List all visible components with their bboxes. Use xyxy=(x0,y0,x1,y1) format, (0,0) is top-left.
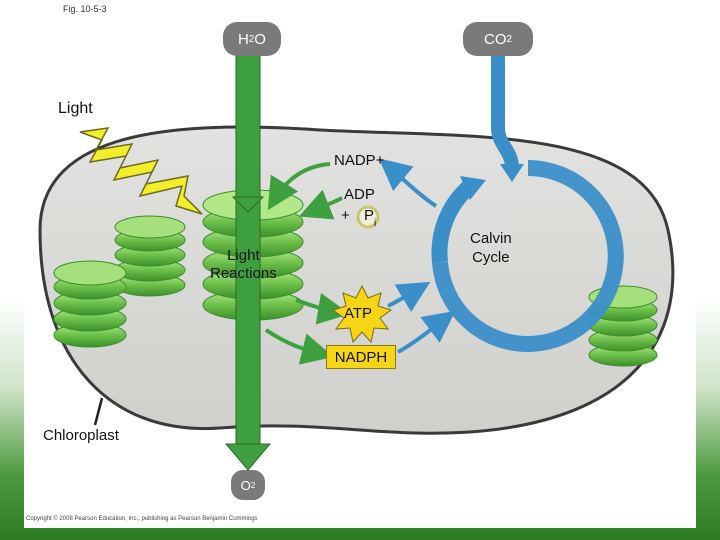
atp-starburst xyxy=(331,284,393,344)
light-bolt-icon xyxy=(79,127,203,215)
light-label: Light xyxy=(58,100,93,117)
light-reactions-line1: Light xyxy=(227,247,260,264)
water-to-oxygen-arrow xyxy=(224,54,272,471)
co2-subscript: 2 xyxy=(506,33,512,45)
light-reactions-label: Light Reactions xyxy=(210,247,277,283)
adp-arrow xyxy=(298,189,343,220)
water-subscript: 2 xyxy=(248,33,255,45)
o2-main: O xyxy=(240,477,251,493)
atp-to-calvin-arrow xyxy=(387,281,431,313)
calvin-to-nadp-arrow xyxy=(378,158,438,208)
granum-left-top xyxy=(114,215,186,297)
nadph-source-arrow xyxy=(264,328,334,365)
figure-label: Fig. 10-5-3 xyxy=(63,4,107,14)
water-tail: O xyxy=(254,30,266,48)
copyright-notice: Copyright © 2008 Pearson Education, Inc.… xyxy=(26,516,258,522)
calvin-line2: Cycle xyxy=(472,249,510,266)
chloroplast-pointer xyxy=(93,397,104,426)
plus-sign: + xyxy=(341,207,350,224)
nadp-label: NADP+ xyxy=(334,152,385,169)
calvin-cycle-label: Calvin Cycle xyxy=(470,229,512,267)
light-reactions-line2: Reactions xyxy=(210,265,277,282)
phosphate-subscript: i xyxy=(374,218,377,229)
phosphate-circle xyxy=(356,205,380,229)
phosphate-label: P xyxy=(364,207,375,224)
adp-label: ADP xyxy=(344,186,375,203)
calvin-line1: Calvin xyxy=(470,230,512,247)
nadp-arrow xyxy=(267,162,331,211)
water-main: H xyxy=(238,30,249,48)
granum-left-bottom xyxy=(53,260,127,348)
nadph-to-calvin-arrow xyxy=(397,310,456,354)
o2-subscript: 2 xyxy=(250,480,256,490)
nadph-label: NADPH xyxy=(326,345,396,369)
co2-main: CO xyxy=(484,30,507,48)
calvin-cycle-ring xyxy=(431,160,624,352)
co2-input-arrow xyxy=(491,49,524,182)
chloroplast-label: Chloroplast xyxy=(43,427,119,444)
atp-label: ATP xyxy=(344,305,373,322)
